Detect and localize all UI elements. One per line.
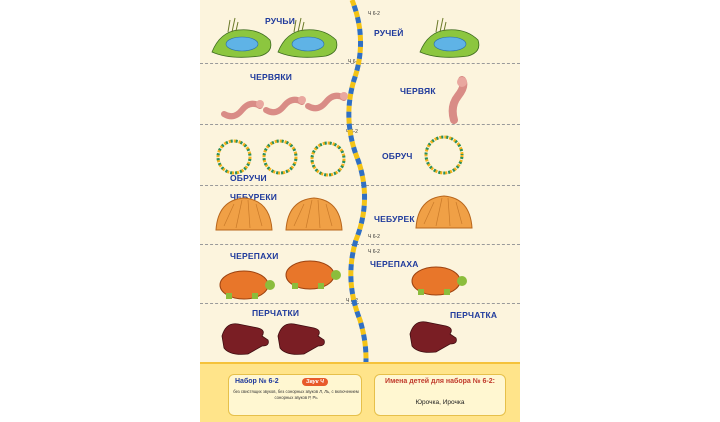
glove-icon [409,321,457,353]
singular-word: ПЕРЧАТКА [450,310,498,320]
singular-word: РУЧЕЙ [374,28,404,38]
card-sheet: Ч 6-2 РУЧЬИ РУЧЕЙ Ч 6-2 ЧЕРВЯКИ ЧЕРВЯК [200,0,520,422]
plural-word: ЧЕРВЯКИ [250,72,293,82]
hoop-icon [262,139,298,175]
stream-icon [211,17,272,58]
hoop-icon [216,139,252,175]
stream-icon-group-plural [211,17,338,58]
glove-icon [277,323,325,355]
sound-badge: Звук Ч [302,378,328,386]
hoop-icon-group-plural [216,139,346,177]
turtle-icon [285,260,341,290]
worm-icon [221,100,264,120]
cheburek-icon [215,197,273,231]
worm-icon-group-plural [221,92,348,120]
plural-word: ЧЕРЕПАХИ [230,251,279,261]
cut-line [200,303,520,304]
card-code-left: Ч 6-2 [368,11,380,17]
stream-icon [419,17,480,58]
cheburek-icon [285,197,343,231]
hoop-icon [424,135,464,175]
card-row: Ч 6-2 ПЕРЧАТКИ ПЕРЧАТКА [200,298,520,363]
plural-word: ПЕРЧАТКИ [252,308,300,318]
cheburek-icon [415,195,473,229]
worm-icon [263,96,306,116]
singular-word: ЧЕРЕПАХА [370,259,419,269]
card-code-left: Ч 6-2 [348,59,360,65]
worm-icon [448,76,468,124]
glove-icon-group-plural [221,323,325,355]
names-box: Имена детей для набора № 6-2: Юрочка, Ир… [374,374,506,416]
worm-icon [305,92,348,112]
card-row: Ч 6-2 ЧЕРЕПАХИ ЧЕРЕПАХА [200,245,520,304]
stream-icon [277,17,338,58]
singular-word: ОБРУЧ [382,151,413,161]
cheburek-icon-group-plural [215,197,343,231]
set-description: без свистящих звуков, без сонорных звуко… [233,389,359,400]
set-info-box: Набор № 6-2 Звук Ч без свистящих звуков,… [228,374,362,416]
glove-icon [221,323,269,355]
card-code-left: Ч 6-2 [368,234,380,240]
rope-divider [346,0,371,415]
cut-line [200,185,520,186]
hoop-icon [310,141,346,177]
card-row: Ч 6-2 ЧЕБУРЕКИ ЧЕБУРЕК [200,186,520,245]
set-footer: Набор № 6-2 Звук Ч без свистящих звуков,… [200,362,520,422]
plural-word: ОБРУЧИ [230,173,267,183]
set-title: Набор № 6-2 [235,378,279,385]
card-code-left: Ч 6-2 [368,249,380,255]
names-list: Юрочка, Ирочка [415,399,465,406]
singular-word: ЧЕБУРЕК [374,214,415,224]
singular-word: ЧЕРВЯК [400,86,436,96]
turtle-icon [219,270,275,300]
plural-word: ЧЕБУРЕКИ [230,192,278,202]
card-row: Ч 6-2 РУЧЬИ РУЧЕЙ [200,0,520,59]
turtle-icon-group-plural [219,260,341,300]
names-title: Имена детей для набора № 6-2: [385,378,495,385]
cut-line [200,244,520,245]
turtle-icon [411,266,467,296]
plural-word: РУЧЬИ [265,16,296,26]
card-row: Ч 6-2 ЧЕРВЯКИ ЧЕРВЯК [200,59,520,124]
cut-line [200,124,520,125]
